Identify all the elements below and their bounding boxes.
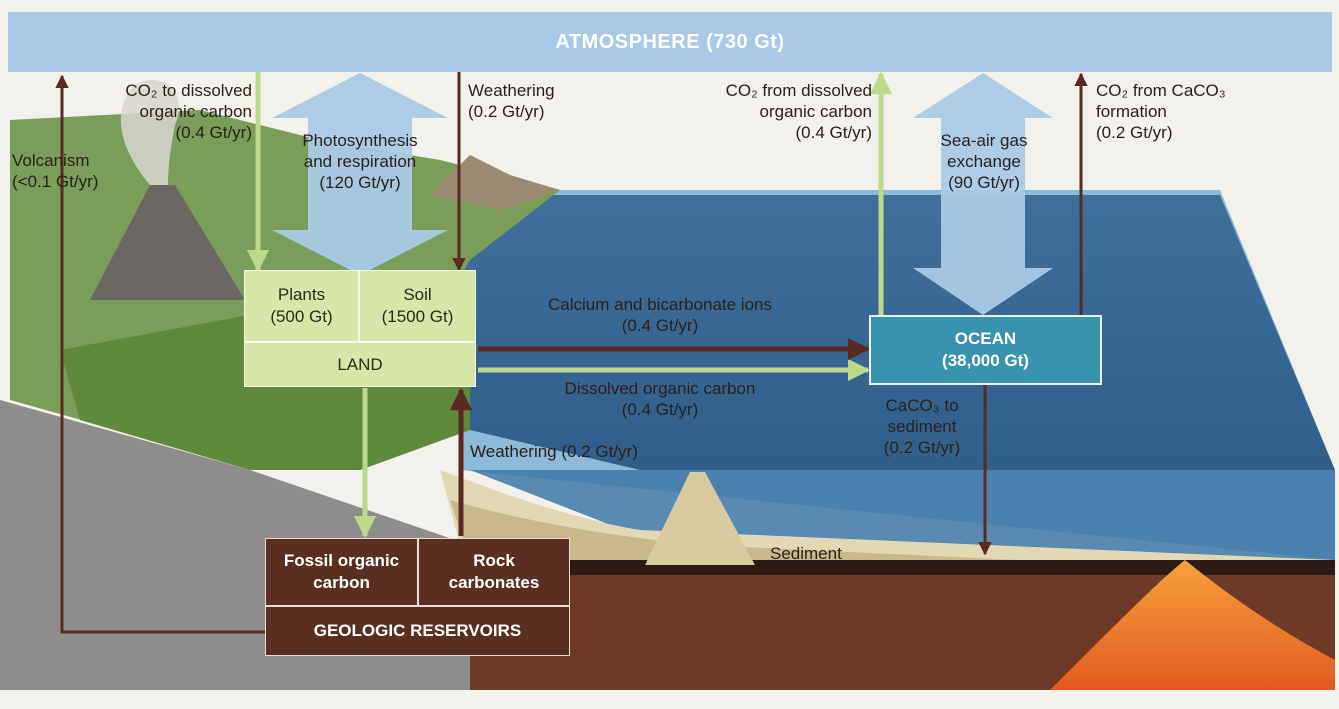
rock-carbonates-label-1: Rock [473, 551, 515, 570]
land-label: LAND [337, 354, 383, 374]
soil-amount: (1500 Gt) [381, 307, 454, 326]
volcanism-label: Volcanism (<0.1 Gt/yr) [12, 151, 99, 191]
magma-plume [1050, 560, 1335, 690]
fossil-carbon-box: Fossil organic carbon [265, 538, 418, 606]
ocean-label: OCEAN [954, 329, 1017, 348]
land-box: LAND [244, 342, 476, 387]
atmosphere-label: ATMOSPHERE (730 Gt) [555, 31, 785, 53]
sediment-mound [645, 472, 755, 565]
plants-label: Plants [277, 285, 326, 304]
bottom-strip [0, 690, 1339, 709]
co2-to-doc-label: CO₂ to dissolved organic carbon (0.4 Gt/… [125, 81, 252, 142]
co2-from-doc-label: CO₂ from dissolved organic carbon (0.4 G… [725, 81, 872, 142]
sea-air-exchange-label: Sea-air gas exchange (90 Gt/yr) [940, 131, 1028, 192]
volcano-plume [120, 79, 180, 185]
soil-label: Soil [403, 285, 432, 304]
ocean-amount: (38,000 Gt) [942, 351, 1029, 370]
mountains [430, 155, 560, 210]
photosynthesis-arrow [272, 73, 448, 275]
dissolved-organic-carbon-label: Dissolved organic carbon (0.4 Gt/yr) [564, 379, 756, 419]
sediment-label: Sediment [770, 544, 842, 563]
volcano [90, 185, 245, 300]
atmosphere-box: ATMOSPHERE (730 Gt) [8, 12, 1332, 72]
co2-from-caco3-label: CO₂ from CaCO₃ formation (0.2 Gt/yr) [1096, 81, 1226, 142]
sea-air-exchange-arrow [913, 73, 1053, 315]
rock-carbonates-box: Rock carbonates [418, 538, 570, 606]
rock-carbonates-label-2: carbonates [448, 573, 540, 592]
soil-box: Soil (1500 Gt) [359, 270, 476, 342]
fossil-carbon-label-1: Fossil organic [283, 551, 400, 570]
weathering-top-label: Weathering (0.2 Gt/yr) [468, 81, 555, 121]
geologic-reservoirs-label: GEOLOGIC RESERVOIRS [313, 621, 522, 640]
caco3-sediment-label: CaCO₃ to sediment (0.2 Gt/yr) [883, 396, 961, 457]
geologic-reservoirs-box: GEOLOGIC RESERVOIRS [265, 606, 570, 656]
fossil-carbon-label-2: carbon [313, 573, 370, 592]
photosynthesis-label: Photosynthesis and respiration (120 Gt/y… [302, 131, 418, 192]
volcanism-arrow [55, 74, 265, 634]
calcium-bicarbonate-label: Calcium and bicarbonate ions (0.4 Gt/yr) [548, 295, 772, 335]
plants-amount: (500 Gt) [270, 307, 333, 326]
ocean-box: OCEAN (38,000 Gt) [869, 315, 1102, 385]
plants-box: Plants (500 Gt) [244, 270, 359, 342]
weathering-bottom-label: Weathering (0.2 Gt/yr) [470, 442, 638, 461]
